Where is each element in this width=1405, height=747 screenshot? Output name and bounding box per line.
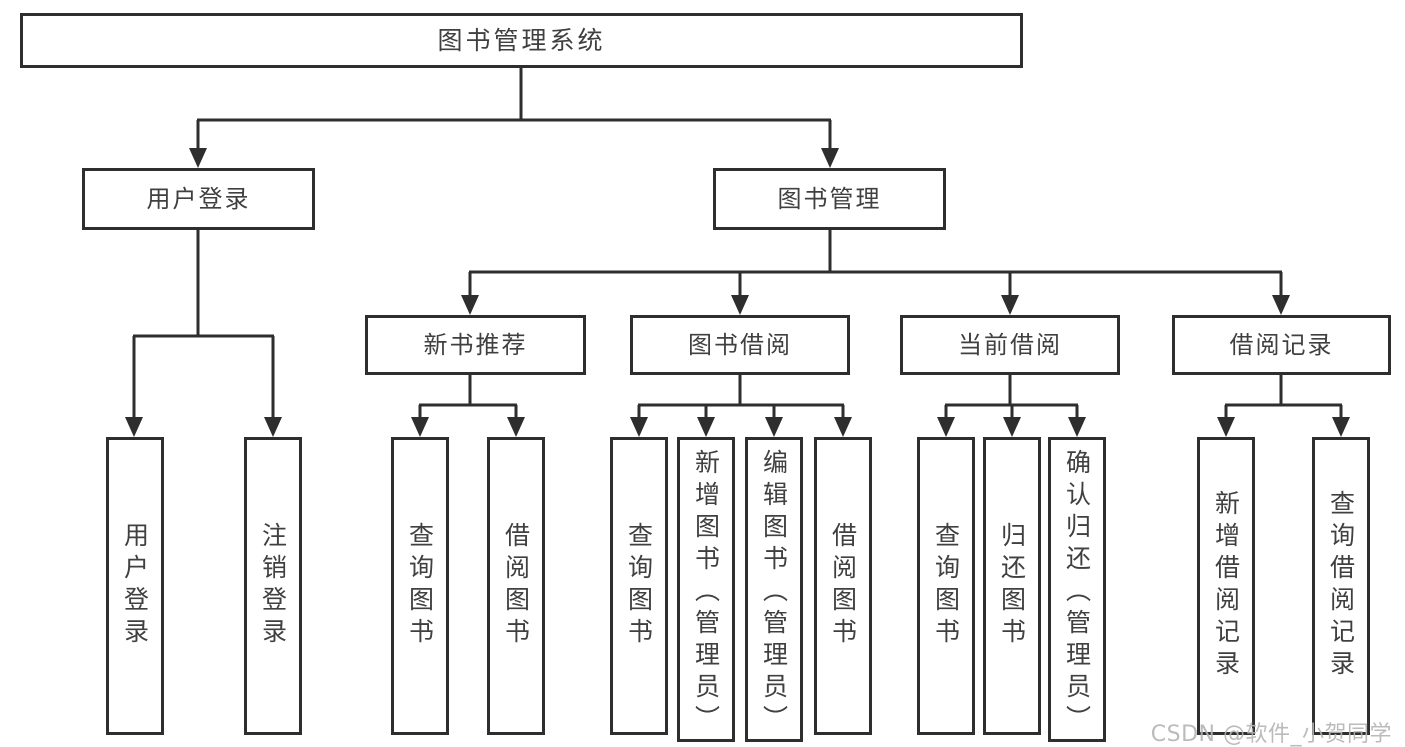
- leaf-borrow-books-borrow-label: 借阅图书: [828, 522, 858, 650]
- connector-lines: [132, 68, 1343, 419]
- node-borrow-records: 借阅记录: [1172, 315, 1391, 375]
- leaf-logout-login-label: 注销登录: [258, 522, 288, 650]
- leaf-return-books: 归还图书: [983, 437, 1041, 735]
- leaf-user-login: 用户登录: [106, 437, 164, 735]
- node-current-borrow-label: 当前借阅: [958, 331, 1062, 359]
- watermark: CSDN @软件_小贺同学: [1150, 722, 1392, 747]
- leaf-query-books-recommend-label: 查询图书: [405, 522, 435, 650]
- leaf-query-books-current-label: 查询图书: [931, 522, 961, 650]
- leaf-query-borrow-record: 查询借阅记录: [1312, 437, 1370, 735]
- node-user-login-label: 用户登录: [146, 185, 251, 213]
- node-library-system: 图书管理系统: [20, 13, 1023, 68]
- node-new-book-recommend: 新书推荐: [365, 315, 586, 375]
- leaf-add-borrow-record-label: 新增借阅记录: [1211, 490, 1241, 682]
- node-library-system-label: 图书管理系统: [437, 26, 606, 55]
- leaf-borrow-books-borrow: 借阅图书: [814, 437, 872, 735]
- leaf-edit-books-admin-label: 编辑图书（管理员）: [759, 449, 789, 737]
- leaf-confirm-return-admin: 确认归还（管理员）: [1048, 437, 1106, 742]
- node-current-borrow: 当前借阅: [900, 315, 1120, 375]
- leaf-confirm-return-admin-label: 确认归还（管理员）: [1062, 449, 1092, 737]
- leaf-query-books-recommend: 查询图书: [391, 437, 449, 735]
- leaf-add-books-admin-label: 新增图书（管理员）: [691, 449, 721, 737]
- leaf-add-borrow-record: 新增借阅记录: [1197, 437, 1255, 735]
- node-book-management-label: 图书管理: [777, 185, 882, 213]
- leaf-user-login-label: 用户登录: [120, 522, 150, 650]
- leaf-query-borrow-record-label: 查询借阅记录: [1326, 490, 1356, 682]
- node-new-book-recommend-label: 新书推荐: [423, 331, 528, 359]
- leaf-borrow-books-recommend-label: 借阅图书: [501, 522, 531, 650]
- node-book-borrow: 图书借阅: [630, 315, 850, 375]
- leaf-query-books-borrow-label: 查询图书: [624, 522, 654, 650]
- leaf-query-books-borrow: 查询图书: [610, 437, 668, 735]
- leaf-borrow-books-recommend: 借阅图书: [487, 437, 545, 735]
- leaf-edit-books-admin: 编辑图书（管理员）: [745, 437, 803, 742]
- node-book-management: 图书管理: [713, 168, 946, 230]
- leaf-query-books-current: 查询图书: [917, 437, 975, 735]
- leaf-logout-login: 注销登录: [244, 437, 302, 735]
- node-book-borrow-label: 图书借阅: [688, 331, 792, 359]
- node-user-login: 用户登录: [82, 168, 315, 230]
- node-borrow-records-label: 借阅记录: [1229, 331, 1334, 359]
- leaf-return-books-label: 归还图书: [997, 522, 1027, 650]
- leaf-add-books-admin: 新增图书（管理员）: [677, 437, 735, 742]
